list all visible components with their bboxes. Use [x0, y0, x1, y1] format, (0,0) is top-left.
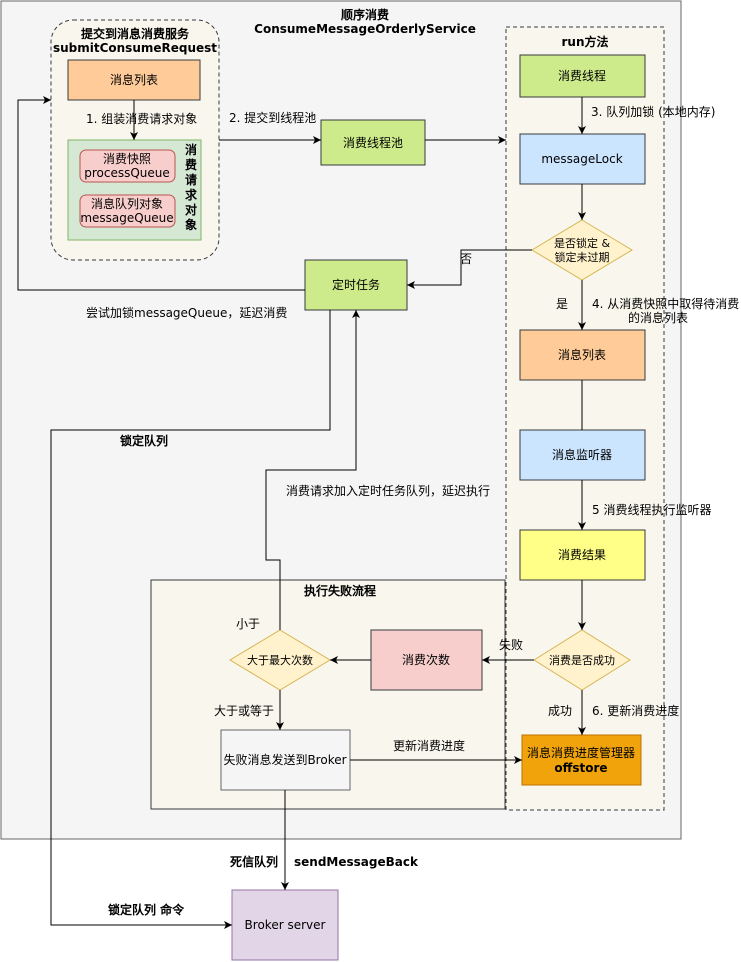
result-label: 消费结果	[558, 548, 606, 562]
message-lock-node	[519, 133, 646, 185]
msg-list-mid-label: 消息列表	[558, 347, 606, 362]
offstore-label-line1: 消息消费进度管理器	[527, 745, 635, 760]
listener-label: 消息监听器	[552, 447, 612, 462]
offstore-node	[521, 734, 642, 786]
edge-check-no-to-timer	[407, 249, 532, 289]
message-lock-label: messageLock	[541, 152, 622, 166]
label-gte: 大于或等于	[214, 704, 274, 718]
label-yes: 是	[556, 297, 568, 311]
thread-pool-node	[320, 119, 426, 166]
label-update-progress: 更新消费进度	[393, 738, 465, 753]
label-step4-line2: 的消息列表	[628, 310, 688, 325]
label-step5: 5 消费线程执行监听器	[592, 502, 711, 517]
run-group-title: run方法	[561, 34, 608, 49]
process-queue-label-line2: processQueue	[84, 166, 170, 180]
request-object-char-5: 象	[185, 217, 197, 232]
message-queue-label-line1: 消息队列对象	[91, 196, 163, 211]
msg-list-mid-node	[519, 329, 646, 381]
submit-group-title-line2: submitConsumeRequest	[53, 41, 217, 55]
edge-timer-lock-to-broker	[50, 310, 331, 929]
fail-group-title: 执行失败流程	[304, 583, 376, 598]
label-step3: 3. 队列加锁 (本地内存)	[591, 104, 715, 119]
listener-node	[519, 429, 646, 481]
timer-task-node	[304, 259, 408, 311]
request-object-char-1: 费	[185, 157, 197, 172]
message-queue-label-line2: messageQueue	[80, 211, 173, 225]
request-object-char-4: 对	[185, 202, 197, 217]
timer-task-label: 定时任务	[332, 277, 380, 292]
diagram-title-line1: 顺序消费	[341, 7, 389, 22]
send-back-node	[220, 729, 351, 791]
message-queue-node	[79, 194, 176, 228]
label-delay-exec: 消费请求加入定时任务队列，延迟执行	[286, 483, 490, 498]
label-lock-queue-cmd: 锁定队列 命令	[108, 902, 185, 917]
process-queue-node	[79, 149, 176, 183]
consume-thread-label: 消费线程	[558, 68, 606, 83]
label-retry-lock: 尝试加锁messageQueue，延迟消费	[86, 305, 287, 320]
edge-maxcheck-less-to-timer	[265, 310, 360, 630]
request-object-char-2: 请	[185, 172, 197, 187]
send-back-label: 失败消息发送到Broker	[223, 752, 346, 767]
process-queue-label-line1: 消费快照	[103, 152, 151, 166]
thread-pool-label: 消费线程池	[343, 135, 403, 150]
label-no: 否	[460, 252, 472, 266]
label-step4-line1: 4. 从消费快照中取得待消费	[592, 296, 739, 311]
label-step6: 6. 更新消费进度	[592, 703, 679, 718]
label-step2: 2. 提交到线程池	[229, 110, 316, 125]
result-node	[519, 529, 646, 581]
label-less: 小于	[236, 617, 260, 631]
lock-check-label-line2: 锁定未过期	[555, 250, 610, 264]
request-object-char-3: 求	[185, 187, 198, 202]
request-object-char-0: 消	[185, 142, 197, 157]
offstore-label-line2: offstore	[554, 761, 607, 775]
edge-timer-to-submit	[17, 96, 305, 291]
lock-check-label-line1: 是否锁定 &	[554, 236, 610, 250]
broker-node	[231, 889, 339, 961]
msg-list-top-node	[67, 59, 201, 101]
label-success: 成功	[548, 704, 572, 718]
label-send-msg-back: sendMessageBack	[294, 855, 419, 869]
submit-group-title-line1: 提交到消息消费服务	[81, 26, 190, 41]
label-step1: 1. 组装消费请求对象	[86, 112, 197, 126]
label-lock-queue: 锁定队列	[120, 433, 168, 448]
diagram-title-line2: ConsumeMessageOrderlyService	[254, 22, 476, 36]
msg-list-top-label: 消息列表	[110, 72, 158, 87]
success-check-label: 消费是否成功	[549, 653, 615, 667]
max-check-label: 大于最大次数	[247, 653, 313, 667]
label-fail: 失败	[499, 637, 523, 652]
consume-times-label: 消费次数	[402, 652, 450, 667]
label-dead-letter: 死信队列	[230, 854, 278, 869]
broker-label: Broker server	[245, 918, 326, 932]
